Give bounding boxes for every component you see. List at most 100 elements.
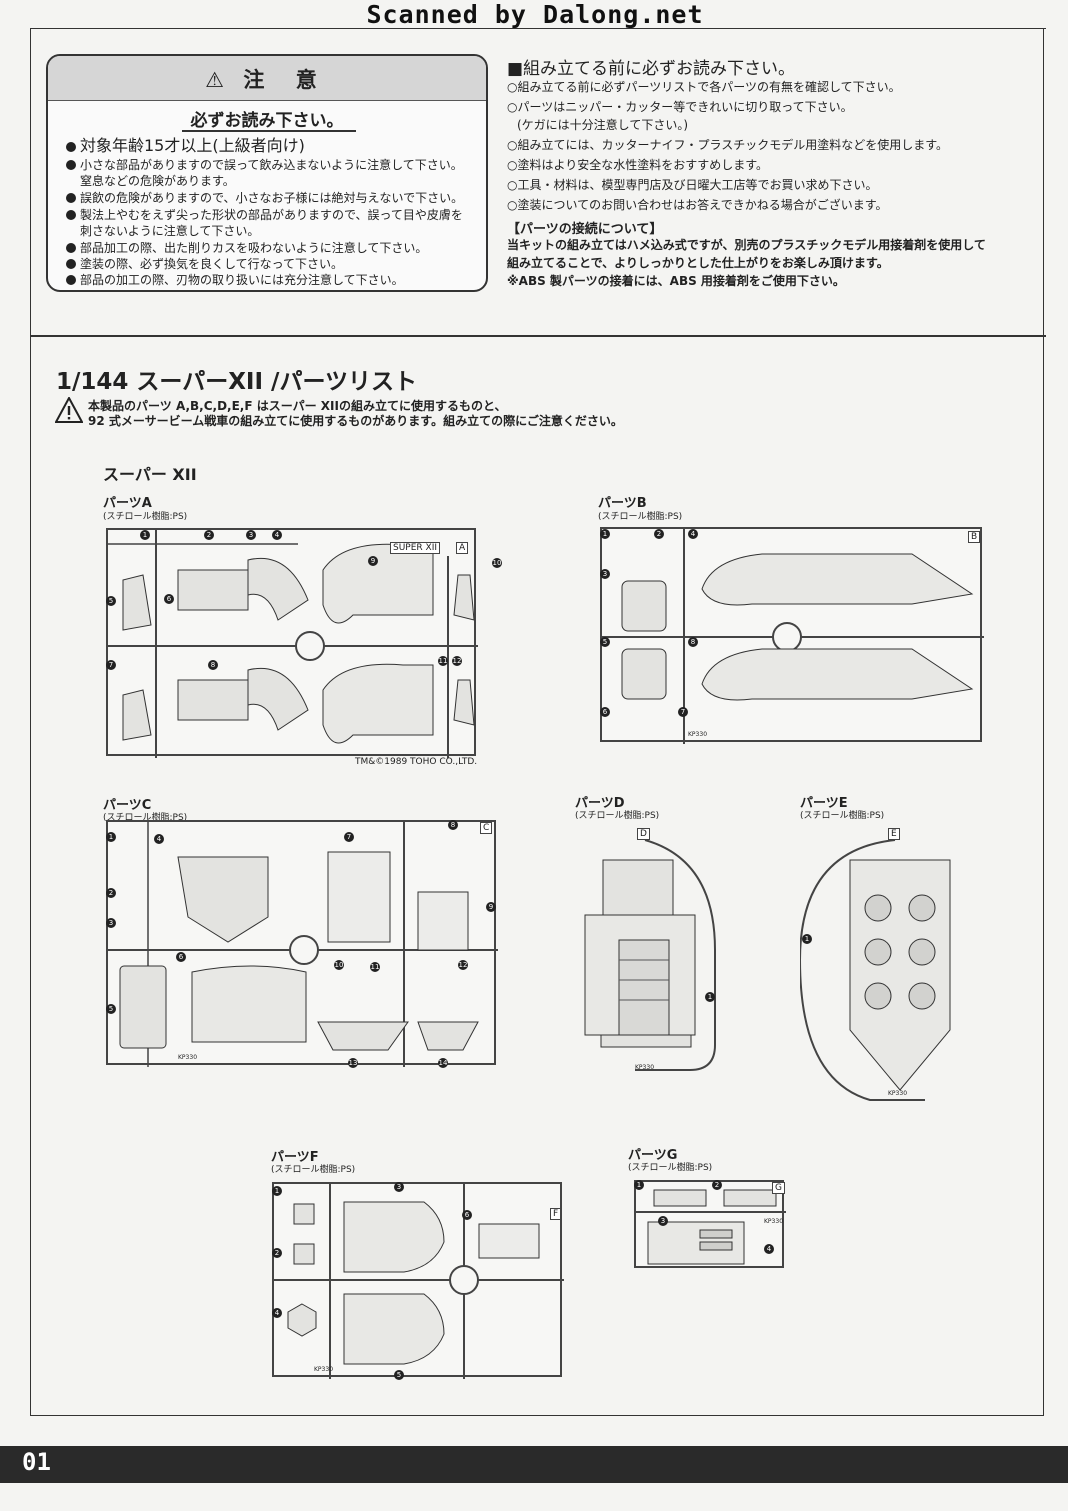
caution-item: 製法上やむをえず尖った形状の部品がありますので、誤って目や皮膚を — [66, 207, 463, 223]
page-frame — [30, 28, 1044, 1416]
sprue-e-diagram: E KP330 1 — [800, 828, 968, 1110]
sprue-letter: D — [637, 828, 650, 840]
part-number: 2 — [712, 1180, 722, 1190]
part-number: 6 — [600, 707, 610, 717]
caution-item: 部品の加工の際、刃物の取り扱いには充分注意して下さい。 — [66, 272, 404, 288]
sprue-letter: B — [968, 531, 981, 543]
material-label: (スチロール樹脂:PS) — [103, 813, 188, 823]
part-label-c: パーツC — [103, 798, 152, 813]
part-number: 3 — [246, 530, 256, 540]
part-number: 14 — [438, 1058, 448, 1068]
sprue-letter: E — [888, 828, 900, 840]
sprue-d-drawing — [584, 840, 716, 1071]
sprue-code: KP330 — [635, 1064, 655, 1071]
connection-line: ※ABS 製パーツの接着には、ABS 用接着剤をご使用下さい。 — [507, 274, 845, 288]
part-label-e: パーツE — [800, 796, 848, 811]
bullet-icon — [66, 160, 76, 170]
warning-icon: ⚠ — [205, 68, 225, 92]
sprue-f-drawing — [274, 1184, 564, 1379]
part-number: 4 — [764, 1244, 774, 1254]
sprue-b-diagram: B KP330 1 2 3 4 5 6 7 8 — [600, 527, 984, 744]
part-label-d: パーツD — [575, 796, 625, 811]
sprue-letter: A — [456, 542, 469, 554]
caution-title: ⚠ 注 意 — [205, 68, 329, 92]
part-number: 5 — [600, 637, 610, 647]
connection-line: 組み立てることで、よりしっかりとした仕上がりをお楽しみ頂けます。 — [507, 256, 889, 270]
sprue-code: KP330 — [178, 1054, 198, 1061]
prep-heading: ■組み立てる前に必ずお読み下さい。 — [507, 59, 796, 79]
top-rule — [30, 28, 1046, 29]
sprue-a-drawing — [108, 530, 478, 758]
part-number: 5 — [394, 1370, 404, 1380]
sprue-letter: F — [550, 1208, 562, 1220]
caution-subtitle: 必ずお読み下さい。 — [190, 111, 344, 131]
part-number: 3 — [106, 918, 116, 928]
part-number: 4 — [272, 530, 282, 540]
part-number: 6 — [164, 594, 174, 604]
material-label: (スチロール樹脂:PS) — [628, 1163, 713, 1173]
prep-line: ○組み立てには、カッターナイフ・プラスチックモデル用塗料などを使用します。 — [507, 138, 949, 152]
copyright-text: TM&©1989 TOHO CO.,LTD. — [355, 757, 478, 767]
part-number: 1 — [140, 530, 150, 540]
part-number: 11 — [370, 962, 380, 972]
part-number: 4 — [154, 834, 164, 844]
sprue-code: KP330 — [764, 1218, 784, 1225]
section-heading: スーパー XII — [103, 465, 197, 484]
material-label: (スチロール樹脂:PS) — [575, 811, 660, 821]
part-number: 12 — [458, 960, 468, 970]
part-label-b: パーツB — [598, 496, 647, 511]
parts-list-title: 1/144 スーパーXII /パーツリスト — [56, 369, 417, 395]
part-number: 2 — [106, 888, 116, 898]
parts-note: 92 式メーサービーム戦車の組み立てに使用するものがあります。組み立ての際にご注… — [88, 414, 623, 428]
caution-item-continued: 窒息などの危険があります。 — [80, 174, 235, 188]
scanner-watermark: Scanned by Dalong.net — [366, 0, 704, 29]
part-number: 1 — [600, 529, 610, 539]
part-number: 12 — [452, 656, 462, 666]
part-number: 5 — [106, 1004, 116, 1014]
sprue-g-drawing — [636, 1189, 786, 1265]
part-number: 9 — [486, 902, 496, 912]
part-number: 10 — [334, 960, 344, 970]
part-number: 1 — [802, 934, 812, 944]
sprue-letter: G — [772, 1182, 785, 1194]
section-divider — [30, 335, 1046, 337]
part-number: 2 — [272, 1248, 282, 1258]
prep-line: ○工具・材料は、模型専門店及び日曜大工店等でお買い求め下さい。 — [507, 178, 878, 192]
sprue-d-diagram: D KP330 1 — [575, 828, 720, 1080]
caution-box: ⚠ 注 意 必ずお読み下さい。 対象年齢15才以上(上級者向け) 小さな部品があ… — [46, 54, 488, 292]
part-number: 3 — [394, 1182, 404, 1192]
caution-item: 誤飲の危険がありますので、小さなお子様には絶対与えないで下さい。 — [66, 190, 463, 206]
prep-line: ○組み立てる前に必ずパーツリストで各パーツの有無を確認して下さい。 — [507, 80, 901, 94]
material-label: (スチロール樹脂:PS) — [598, 512, 683, 522]
part-number: 11 — [438, 656, 448, 666]
part-number: 8 — [448, 820, 458, 830]
part-number: 6 — [176, 952, 186, 962]
part-number: 1 — [705, 992, 715, 1002]
part-number: 7 — [678, 707, 688, 717]
connection-heading: 【パーツの接続について】 — [507, 222, 663, 237]
part-number: 10 — [492, 558, 502, 568]
part-number: 2 — [204, 530, 214, 540]
sprue-letter: C — [480, 822, 493, 834]
material-label: (スチロール樹脂:PS) — [800, 811, 885, 821]
sprue-g-diagram: G KP330 1 2 3 4 — [634, 1180, 786, 1268]
part-label-a: パーツA — [103, 496, 152, 511]
part-number: 13 — [348, 1058, 358, 1068]
sprue-e-drawing — [800, 840, 951, 1101]
bullet-icon — [66, 142, 76, 152]
sprue-code: KP330 — [888, 1090, 908, 1097]
sprue-c-diagram: C KP330 1 2 3 4 5 6 7 8 9 10 11 12 13 14 — [106, 820, 498, 1068]
prep-line: ○パーツはニッパー・カッター等できれいに切り取って下さい。 — [507, 100, 853, 114]
part-number: 8 — [688, 637, 698, 647]
material-label: (スチロール樹脂:PS) — [103, 512, 188, 522]
sprue-code: KP330 — [688, 731, 708, 738]
caution-header — [48, 56, 486, 101]
bullet-icon — [66, 210, 76, 220]
bullet-icon — [66, 275, 76, 285]
part-number: 2 — [654, 529, 664, 539]
sprue-f-diagram: F KP330 1 2 3 4 5 6 — [272, 1182, 564, 1380]
part-label-f: パーツF — [271, 1150, 319, 1165]
part-number: 6 — [462, 1210, 472, 1220]
warning-triangle-icon — [55, 397, 83, 423]
page-number: 01 — [22, 1448, 51, 1476]
